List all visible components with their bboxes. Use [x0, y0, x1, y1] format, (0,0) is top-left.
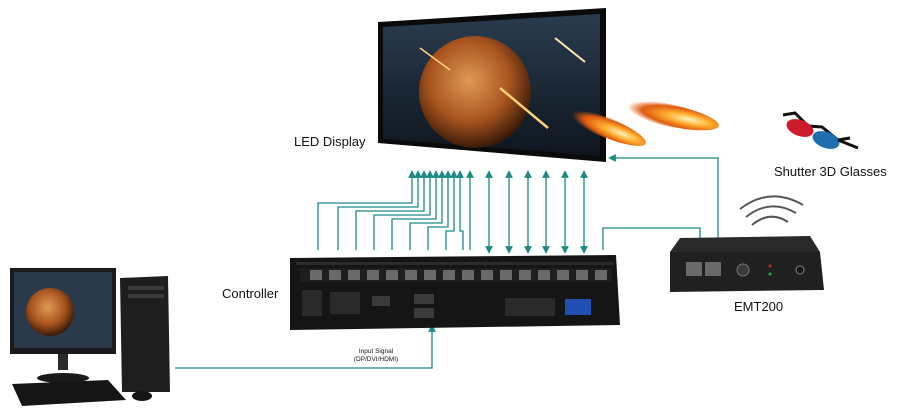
- led-display: [378, 8, 606, 162]
- input-signal-label: Input Signal (DP/DVI/HDMI): [344, 348, 408, 364]
- emt200-emitter: [670, 236, 824, 292]
- desktop-computer-icon: [10, 268, 170, 406]
- connector-lines: [175, 154, 719, 369]
- input-signal-line1: Input Signal: [358, 348, 394, 355]
- controller-unit: [290, 255, 620, 330]
- shutter-3d-glasses-label: Shutter 3D Glasses: [774, 164, 887, 179]
- led-display-label: LED Display: [294, 134, 366, 149]
- emt200-label: EMT200: [734, 299, 784, 314]
- controller-label: Controller: [222, 286, 279, 301]
- input-signal-line2: (DP/DVI/HDMI): [353, 356, 399, 363]
- shutter-3d-glasses-icon: [782, 111, 859, 150]
- fireball-icon: [564, 99, 719, 146]
- wireless-signal-icon: [739, 195, 804, 226]
